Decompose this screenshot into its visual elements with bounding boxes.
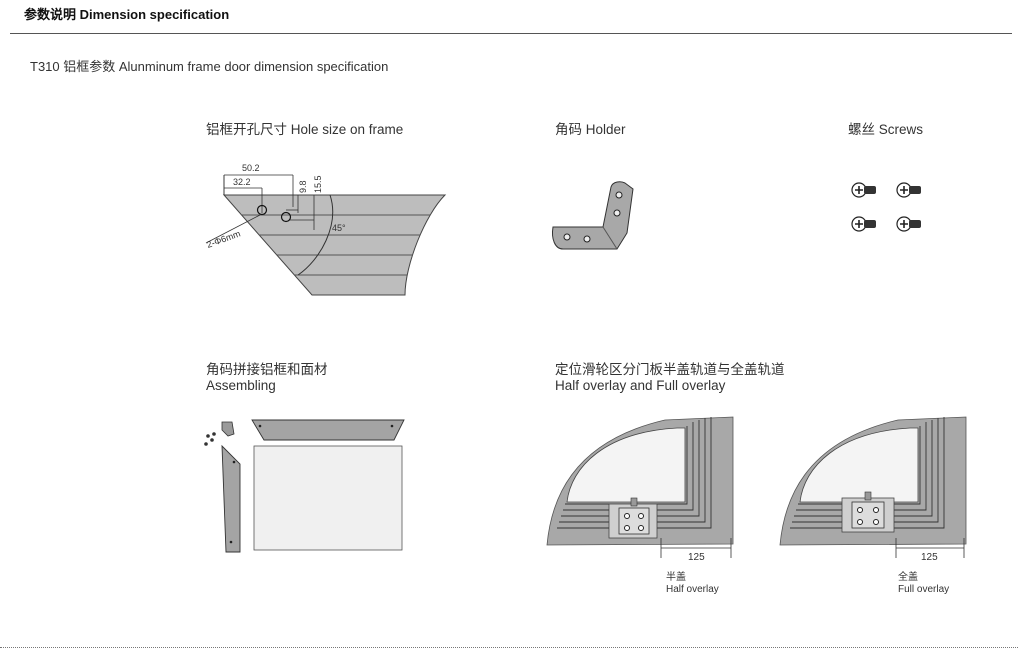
hole-circle bbox=[280, 211, 292, 223]
assembling-caption-cn: 角码拼接铝框和面材 bbox=[206, 362, 328, 377]
dim-15-5: 15.5 bbox=[313, 175, 323, 193]
full-dimension: 125 bbox=[921, 552, 938, 562]
overlay-caption-cn: 定位滑轮区分门板半盖轨道与全盖轨道 bbox=[555, 362, 785, 377]
half-pulley-block bbox=[608, 497, 658, 539]
full-overlay-label-cn: 全盖 bbox=[898, 572, 918, 583]
door-panel bbox=[253, 445, 403, 551]
holder-hole bbox=[615, 191, 623, 199]
header-divider bbox=[10, 33, 1012, 34]
full-pulley-block bbox=[841, 491, 895, 533]
full-overlay-label-en: Full overlay bbox=[898, 584, 950, 595]
top-frame-bar bbox=[251, 419, 405, 441]
hole-size-caption: 铝框开孔尺寸 Hole size on frame bbox=[206, 122, 404, 137]
holder-diagram bbox=[552, 181, 634, 250]
dim-9-8: 9.8 bbox=[298, 180, 308, 193]
holder-bracket bbox=[552, 181, 634, 250]
screws-diagram bbox=[851, 182, 921, 232]
full-glass bbox=[799, 427, 919, 503]
assembling-caption-en: Assembling bbox=[206, 378, 276, 393]
assembling-diagram bbox=[204, 419, 405, 553]
overlay-caption-en: Half overlay and Full overlay bbox=[555, 378, 726, 393]
header-title: 参数说明 Dimension specification bbox=[24, 7, 230, 22]
half-glass bbox=[566, 427, 686, 503]
holder-caption: 角码 Holder bbox=[555, 122, 626, 137]
loose-screws bbox=[204, 432, 216, 446]
screw-icon bbox=[851, 182, 876, 198]
dim-50-2: 50.2 bbox=[242, 163, 260, 173]
full-overlay-diagram: 125 bbox=[779, 416, 967, 562]
left-frame-bar bbox=[221, 444, 241, 553]
screw-icon bbox=[896, 182, 921, 198]
screw-icon bbox=[851, 216, 876, 232]
screws-caption: 螺丝 Screws bbox=[848, 122, 924, 137]
half-overlay-label-en: Half overlay bbox=[666, 584, 719, 595]
footer-divider bbox=[0, 647, 1018, 648]
holder-hole bbox=[583, 235, 591, 243]
hole-size-diagram: 50.2 32.2 9.8 15.5 2-Φ6mm 45° bbox=[205, 163, 447, 296]
holder-hole bbox=[613, 209, 621, 217]
angle-label: 45° bbox=[332, 223, 346, 233]
half-overlay-label-cn: 半盖 bbox=[666, 572, 686, 583]
assembling-holder bbox=[221, 421, 235, 437]
hole-circle bbox=[256, 204, 268, 216]
dim-32-2: 32.2 bbox=[233, 177, 251, 187]
half-overlay-diagram: 125 bbox=[546, 416, 734, 562]
screw-icon bbox=[896, 216, 921, 232]
half-dimension: 125 bbox=[688, 552, 705, 562]
subtitle: T310 铝框参数 Alunminum frame door dimension… bbox=[30, 59, 389, 74]
hole-diameter-label: 2-Φ6mm bbox=[205, 228, 241, 249]
holder-hole bbox=[563, 233, 571, 241]
frame-profile bbox=[222, 194, 447, 296]
